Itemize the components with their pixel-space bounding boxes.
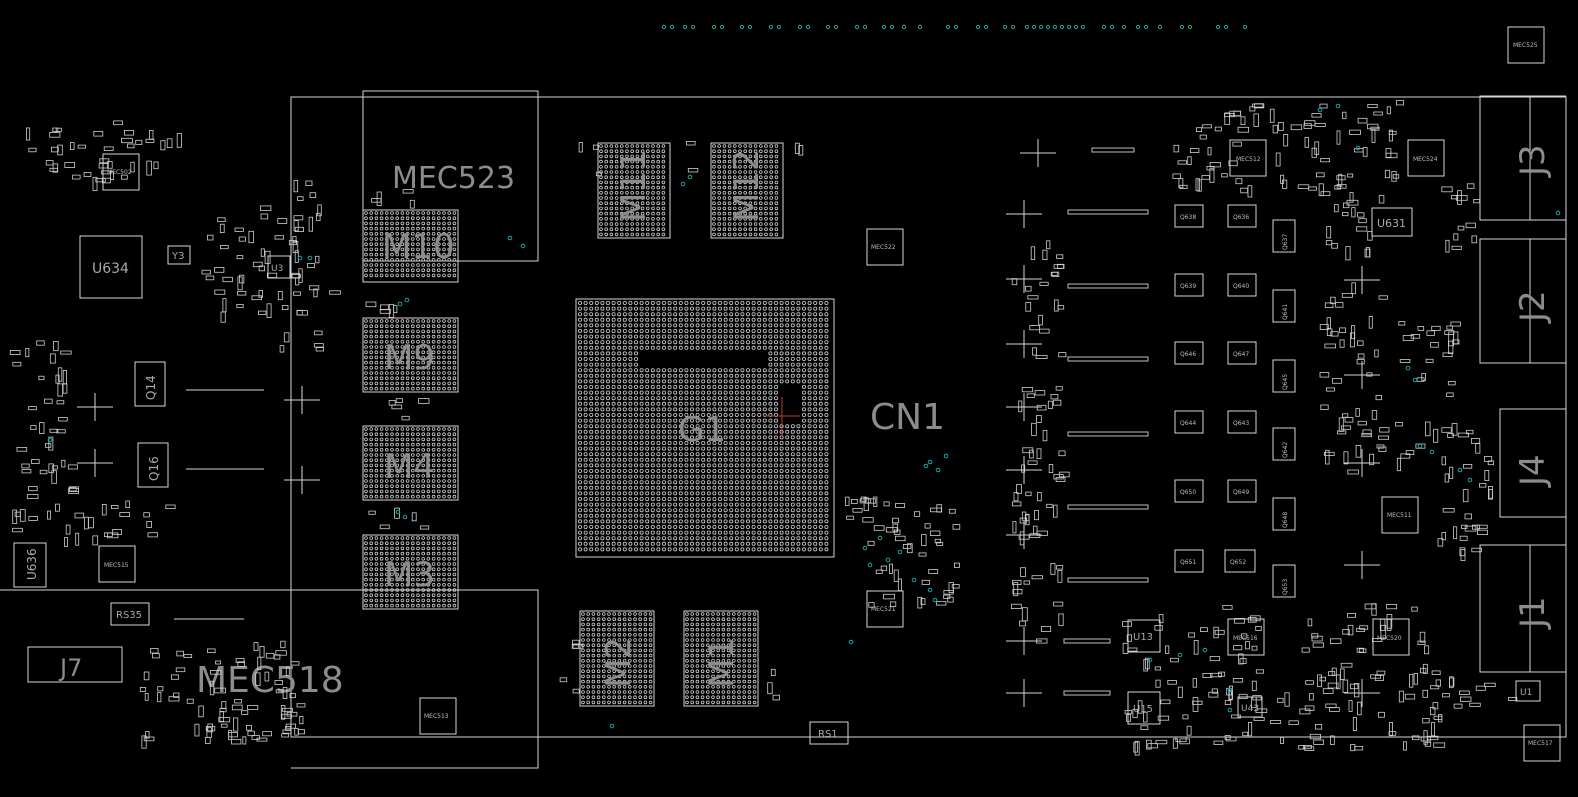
q644-label: Q644 xyxy=(1180,420,1196,427)
m12-label: M12 xyxy=(727,149,767,222)
cross-pads xyxy=(77,139,1380,707)
mec511-label: MEC511 xyxy=(1387,512,1412,519)
mec520-label: MEC520 xyxy=(1377,635,1402,642)
m3-label: M3 xyxy=(384,555,435,595)
mec521-label: MEC521 xyxy=(871,606,896,613)
mosfet-grid: Q638 Q636 Q637 Q639 Q640 Q641 Q646 Q647 … xyxy=(1174,204,1296,598)
q640-label: Q640 xyxy=(1233,283,1249,290)
mec517-label: MEC517 xyxy=(1528,740,1553,747)
q638-label: Q638 xyxy=(1180,214,1196,221)
mec502-label: MEC502 xyxy=(107,169,132,176)
q636-label: Q636 xyxy=(1233,214,1249,221)
m4-label: M4 xyxy=(384,447,435,487)
u15-label: U15 xyxy=(1133,704,1153,715)
q16-label: Q16 xyxy=(147,456,161,481)
u1-label: U1 xyxy=(1520,688,1532,698)
j1-label: J1 xyxy=(1513,596,1553,630)
right-ics: U631 U13 U15 U43 U1 RS1 xyxy=(809,207,1541,745)
memory-chips xyxy=(362,142,784,707)
u636-label: U636 xyxy=(25,548,39,580)
u3-label: U3 xyxy=(271,264,283,274)
q651-label: Q651 xyxy=(1180,559,1196,566)
q648-label: Q648 xyxy=(1282,512,1289,528)
u43-label: U43 xyxy=(1241,704,1259,714)
connectors-right: J3 J2 J4 J1 xyxy=(1479,95,1567,673)
m11-label: M11 xyxy=(614,149,654,222)
rs35-label: RS35 xyxy=(116,610,142,621)
j3-label: J3 xyxy=(1513,144,1553,178)
q649-label: Q649 xyxy=(1233,489,1249,496)
passive-components xyxy=(9,100,1518,756)
mec523-label: MEC523 xyxy=(392,161,515,196)
y3-label: Y3 xyxy=(171,251,184,262)
cn1-label: CN1 xyxy=(870,397,945,438)
q650-label: Q650 xyxy=(1180,489,1196,496)
q647-label: Q647 xyxy=(1233,351,1249,358)
q653-label: Q653 xyxy=(1282,579,1289,595)
u634-label: U634 xyxy=(92,261,129,277)
q652-label: Q652 xyxy=(1230,559,1246,566)
q639-label: Q639 xyxy=(1180,283,1196,290)
mec525-label: MEC525 xyxy=(1513,42,1538,49)
top-test-pads xyxy=(661,24,1248,30)
left-components: U634 U636 Q14 Q16 Y3 U3 J7 RS35 xyxy=(13,235,291,683)
q643-label: Q643 xyxy=(1233,420,1249,427)
j4-label: J4 xyxy=(1513,454,1553,488)
m10-label: M10 xyxy=(382,227,455,267)
q641-label: Q641 xyxy=(1282,304,1289,320)
g1-label: G1 xyxy=(678,410,726,450)
mec512-label: MEC512 xyxy=(1236,156,1261,163)
mec524-label: MEC524 xyxy=(1413,156,1438,163)
m1-label: M1 xyxy=(702,637,742,688)
m2-label: M2 xyxy=(599,637,639,688)
vias xyxy=(47,103,1561,729)
j7-label: J7 xyxy=(58,654,82,682)
q637-label: Q637 xyxy=(1282,234,1289,250)
rs1-label: RS1 xyxy=(818,729,838,740)
mec522-label: MEC522 xyxy=(871,244,896,251)
q645-label: Q645 xyxy=(1282,374,1289,390)
u13-label: U13 xyxy=(1133,632,1153,643)
mec-pads: MEC512 MEC524 MEC525 MEC511 MEC520 MEC51… xyxy=(98,26,1561,762)
mec518-label: MEC518 xyxy=(196,660,344,701)
j2-label: J2 xyxy=(1513,290,1553,324)
mec513-label: MEC513 xyxy=(424,713,449,720)
q646-label: Q646 xyxy=(1180,351,1196,358)
mec515-label: MEC515 xyxy=(104,562,129,569)
q14-label: Q14 xyxy=(144,375,158,400)
q642-label: Q642 xyxy=(1282,442,1289,458)
m9-label: M9 xyxy=(384,338,435,378)
u631-label: U631 xyxy=(1377,217,1406,230)
g1-bga[interactable]: G1 xyxy=(575,298,835,558)
